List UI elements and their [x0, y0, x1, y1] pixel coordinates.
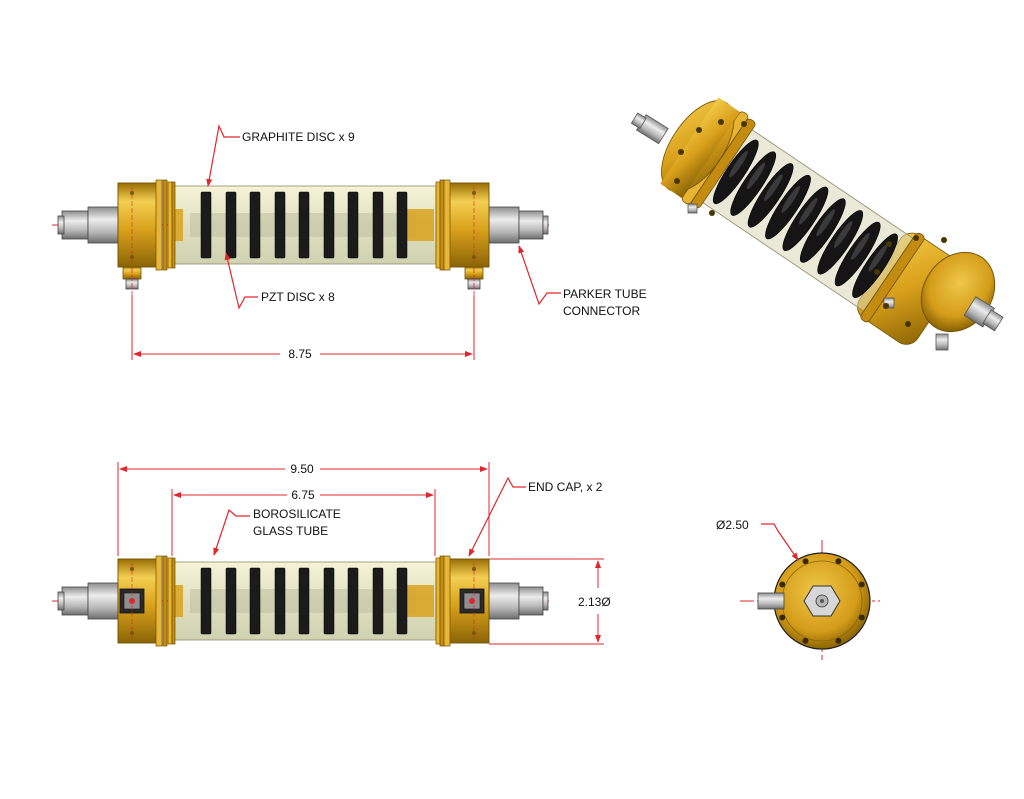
parker-connector-leader	[518, 245, 561, 306]
dimension-6-75	[171, 489, 436, 556]
dimension-8-75	[131, 296, 475, 360]
pzt-disc-label: PZT DISC x 8	[261, 290, 335, 304]
end-cap-leader	[468, 476, 526, 557]
graphite-disc-label: GRAPHITE DISC x 9	[242, 130, 355, 144]
borosilicate-leader	[213, 508, 250, 556]
top-side-view	[52, 179, 552, 301]
dimension-9-50	[117, 462, 490, 556]
bottom-side-view	[52, 555, 552, 647]
graphite-disc-leader	[206, 124, 240, 187]
end-cap-label: END CAP, x 2	[528, 480, 603, 494]
dimension-9-50-text: 9.50	[290, 462, 314, 476]
end-view-diameter-leader	[761, 523, 799, 561]
dimension-8-75-text: 8.75	[288, 347, 312, 361]
dimension-2-13	[489, 558, 604, 645]
pzt-disc-leader	[224, 252, 258, 310]
parker-label-line2: CONNECTOR	[563, 304, 640, 318]
borosilicate-label-line2: GLASS TUBE	[253, 524, 328, 538]
borosilicate-label-line1: BOROSILICATE	[253, 507, 341, 521]
end-view-diameter-text: Ø2.50	[716, 518, 749, 532]
dimension-6-75-text: 6.75	[291, 488, 315, 502]
isometric-view	[630, 97, 1004, 351]
end-view	[740, 540, 880, 660]
parker-label-line1: PARKER TUBE	[563, 287, 647, 301]
dimension-2-13-text: 2.13Ø	[578, 595, 611, 609]
